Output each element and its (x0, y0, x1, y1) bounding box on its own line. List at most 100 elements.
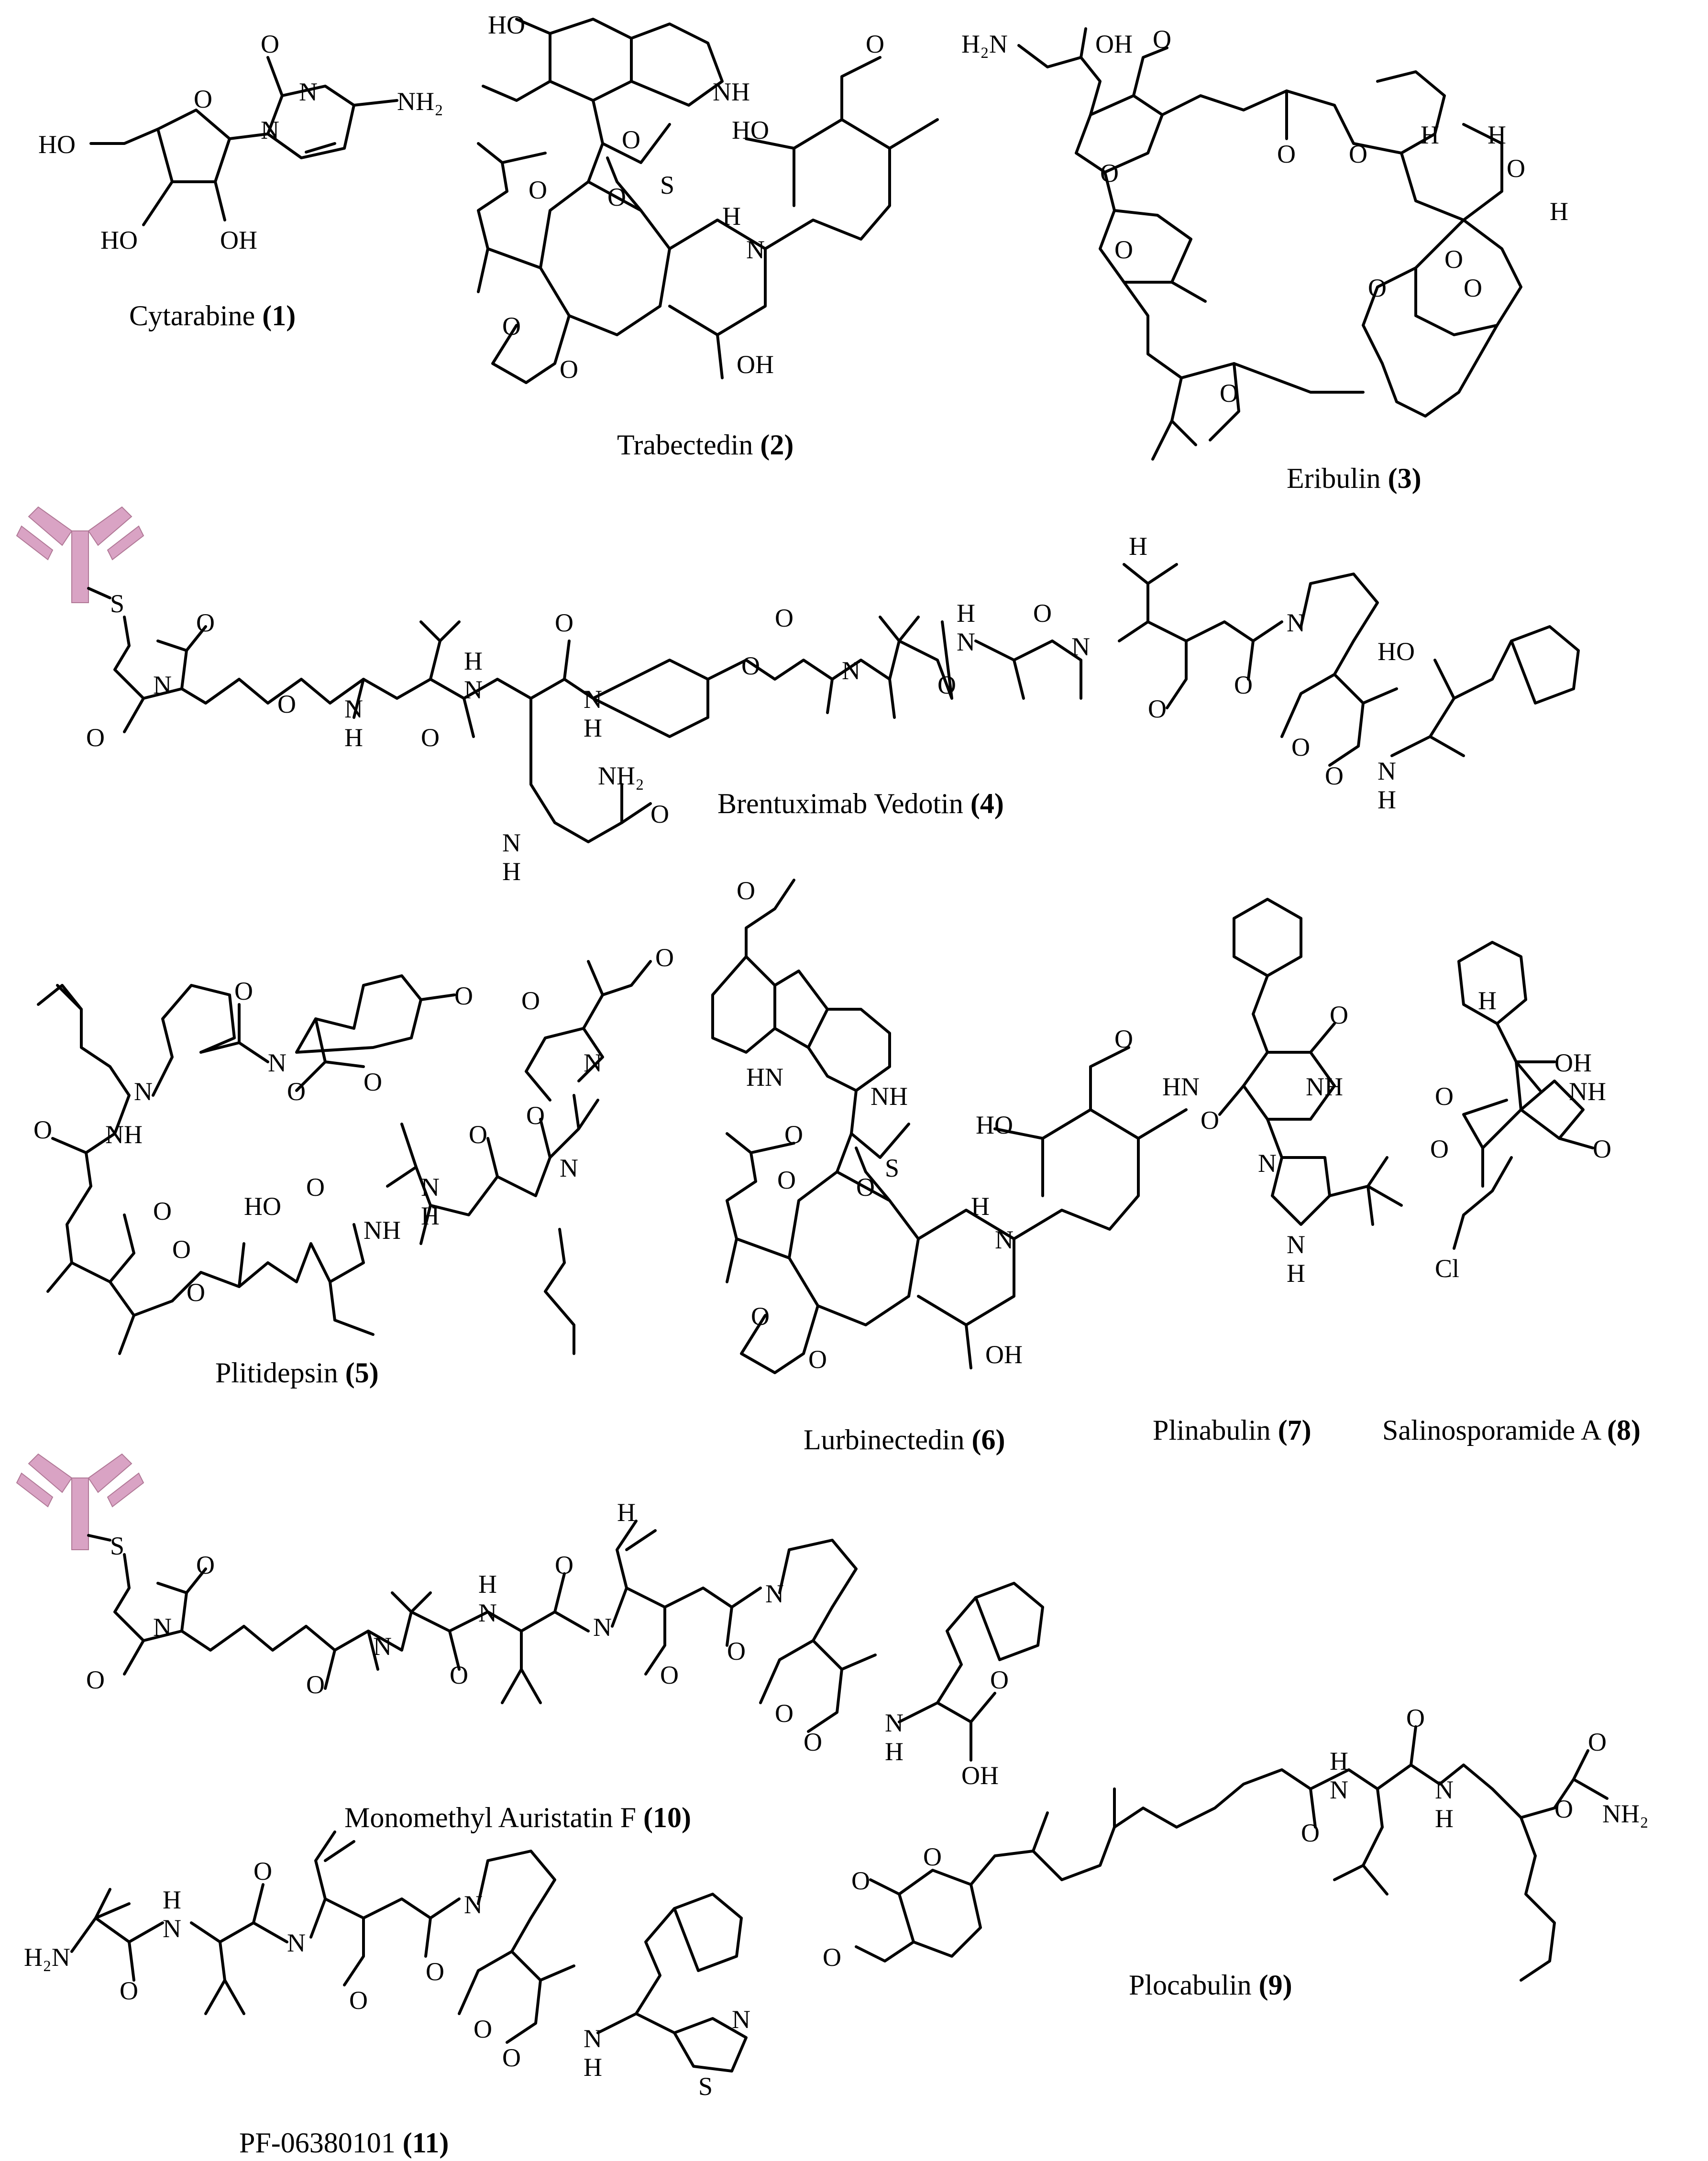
trabectedin-structure: HO NH O S HO O H N O O O O OH Trabectedi… (477, 11, 939, 461)
atom-o: O (526, 1101, 545, 1130)
atom-n: N (464, 675, 483, 704)
atom-o: O (33, 1115, 52, 1144)
atom-oh: OH (1095, 30, 1133, 58)
atom-n: N (765, 1579, 784, 1608)
atom-n: N (1287, 1230, 1305, 1259)
atom-o: O (172, 1235, 191, 1264)
atom-o: O (349, 1986, 368, 2015)
atom-o: O (1153, 25, 1171, 54)
atom-o: O (1234, 671, 1253, 699)
atom-nh: NH (364, 1216, 401, 1245)
atom-o: O (120, 1976, 138, 2005)
atom-h: H (1330, 1747, 1348, 1775)
atom-o: O (937, 671, 956, 699)
plitidepsin-structure: N NH O O O O O N O O O HO NH O N H O O N… (33, 943, 674, 1389)
atom-n: N (299, 77, 318, 106)
atom-o: O (784, 1120, 803, 1149)
atom-o: O (851, 1866, 870, 1895)
atom-o: O (1507, 154, 1525, 183)
atom-o: O (1554, 1795, 1573, 1823)
atom-n: N (153, 1613, 172, 1642)
atom-nh: NH (1306, 1072, 1343, 1101)
atom-o: O (1114, 1025, 1133, 1053)
atom-ho: HO (732, 116, 769, 144)
atom-o: O (1148, 695, 1167, 723)
atom-ho: HO (488, 11, 525, 39)
atom-h: H (957, 599, 975, 628)
atom-o: O (923, 1842, 942, 1871)
atom-o: O (1368, 274, 1387, 302)
atom-ho: HO (1377, 637, 1415, 666)
atom-o: O (1301, 1819, 1320, 1847)
atom-o: O (555, 608, 573, 637)
atom-h: H (1435, 1804, 1454, 1833)
atom-n: N (502, 828, 521, 857)
compound-caption: Lurbinectedin (6) (804, 1424, 1005, 1455)
compound-caption: Monomethyl Auristatin F (10) (344, 1802, 691, 1833)
atom-h: H (1488, 121, 1506, 149)
atom-n: N (421, 1173, 440, 1202)
atom-h: H (584, 2053, 602, 2082)
atom-h: H (344, 723, 363, 752)
atom-nh: NH (1569, 1077, 1606, 1106)
atom-o: O (1291, 733, 1310, 761)
atom-h: H (584, 714, 602, 742)
atom-n: N (995, 1225, 1014, 1254)
atom-o: O (655, 943, 674, 972)
atom-n: N (1071, 632, 1090, 661)
atom-n: N (1330, 1775, 1348, 1804)
atom-h: H (502, 857, 521, 886)
atom-h: H (1421, 121, 1439, 149)
atom-o: O (777, 1166, 796, 1194)
eribulin-structure: H₂N OH O O O O H H O H O O O O O Eribuli… (961, 25, 1568, 494)
atom-ho: HO (38, 130, 76, 159)
atom-n: N (584, 685, 602, 714)
atom-s: S (660, 171, 674, 199)
atom-n: N (478, 1599, 497, 1627)
atom-o: O (1349, 140, 1367, 168)
atom-n: N (732, 2005, 750, 2034)
compound-caption: Plocabulin (9) (1129, 1969, 1292, 2001)
atom-o: O (555, 1551, 573, 1579)
atom-nh2: NH₂ (397, 87, 443, 116)
atom-o: O (775, 604, 793, 632)
compound-caption: Salinosporamide A (8) (1382, 1414, 1641, 1446)
atom-ring-o: O (194, 85, 212, 113)
atom-n: N (842, 656, 860, 685)
atom-o: O (804, 1728, 822, 1756)
antibody-icon (16, 1453, 144, 1550)
atom-o: O (153, 1197, 172, 1225)
atom-ho: HO (976, 1111, 1013, 1139)
atom-o: O (1277, 140, 1296, 168)
atom-o: O (1220, 379, 1238, 408)
atom-oh: OH (985, 1340, 1023, 1369)
compound-caption: Eribulin (3) (1287, 463, 1421, 494)
atom-h: H (1129, 532, 1147, 561)
atom-o: O (253, 1857, 272, 1885)
atom-n: N (584, 1048, 602, 1077)
atom-o: O (751, 1302, 770, 1331)
atom-h: H (971, 1192, 990, 1221)
atom-h: H (885, 1737, 904, 1766)
atom-nh2: NH₂ (598, 761, 644, 790)
atom-o: O (1325, 761, 1344, 790)
atom-o: O (660, 1661, 679, 1689)
atom-oh: OH (1554, 1048, 1592, 1077)
atom-h: H (421, 1202, 440, 1230)
atom-o: O (426, 1957, 444, 1986)
atom-n: N (1258, 1149, 1277, 1178)
atom-h2n: H₂N (24, 1943, 70, 1972)
atom-n: N (957, 628, 975, 656)
atom-o: O (856, 1173, 875, 1202)
atom-o: O (808, 1345, 827, 1374)
atom-h: H (464, 647, 483, 675)
plocabulin-structure: O O O O H N O N H O O NH₂ Plocabulin (9) (823, 1704, 1649, 2001)
atom-nh: NH (871, 1082, 908, 1111)
compound-caption: Trabectedin (2) (617, 429, 793, 461)
compound-caption: PF-06380101 (11) (239, 2127, 449, 2159)
atom-o: O (1435, 1082, 1454, 1111)
atom-cl: Cl (1435, 1254, 1459, 1283)
atom-n: N (163, 1914, 181, 1943)
atom-o: O (529, 176, 547, 204)
atom-nh: NH (105, 1120, 143, 1149)
